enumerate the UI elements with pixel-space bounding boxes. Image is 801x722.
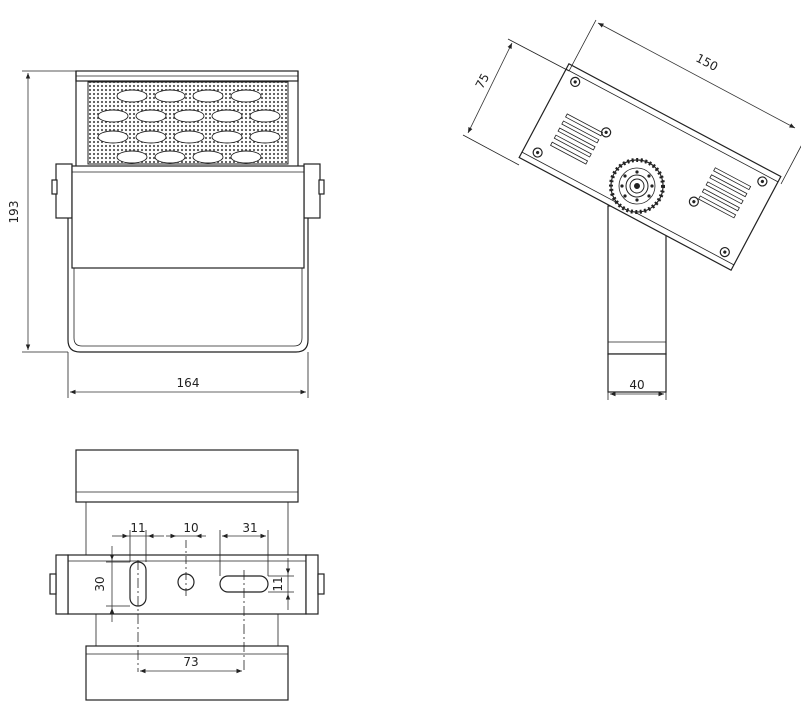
dim-hole-diameter-label: 10	[183, 521, 198, 535]
front-housing	[71, 165, 305, 269]
side-view: 150 75 40	[462, 19, 801, 400]
front-bracket	[67, 218, 309, 353]
dim-length-line	[597, 22, 796, 129]
side-bracket-base	[607, 353, 667, 393]
bottom-housing-top	[75, 449, 299, 503]
right-pivot-plate	[303, 163, 321, 219]
dim-length-label: 150	[693, 51, 720, 74]
bottom-housing-lower	[85, 645, 289, 701]
front-view: 193 164	[7, 70, 325, 398]
dim-depth-line	[467, 42, 513, 134]
led-array	[97, 89, 281, 164]
dim-bracket-width-label: 40	[629, 378, 644, 392]
dim-slot-height-label: 11	[271, 576, 285, 591]
dim-slot-width-label: 11	[130, 521, 145, 535]
tilt-pivot-knob	[609, 158, 665, 214]
dim-width-label: 164	[177, 376, 200, 390]
dim-slot-length-label: 31	[242, 521, 257, 535]
vent-slots-left	[550, 113, 604, 165]
dim-depth-label: 75	[473, 71, 493, 91]
bottom-view: 11 10 31 11 30 73	[49, 449, 325, 701]
left-pivot-plate	[55, 163, 73, 219]
dim-height-label: 193	[7, 201, 21, 224]
dim-hole-spacing-label: 73	[183, 655, 198, 669]
vent-slots-right	[698, 167, 752, 219]
dim-vertical-slot-label: 30	[93, 576, 107, 591]
